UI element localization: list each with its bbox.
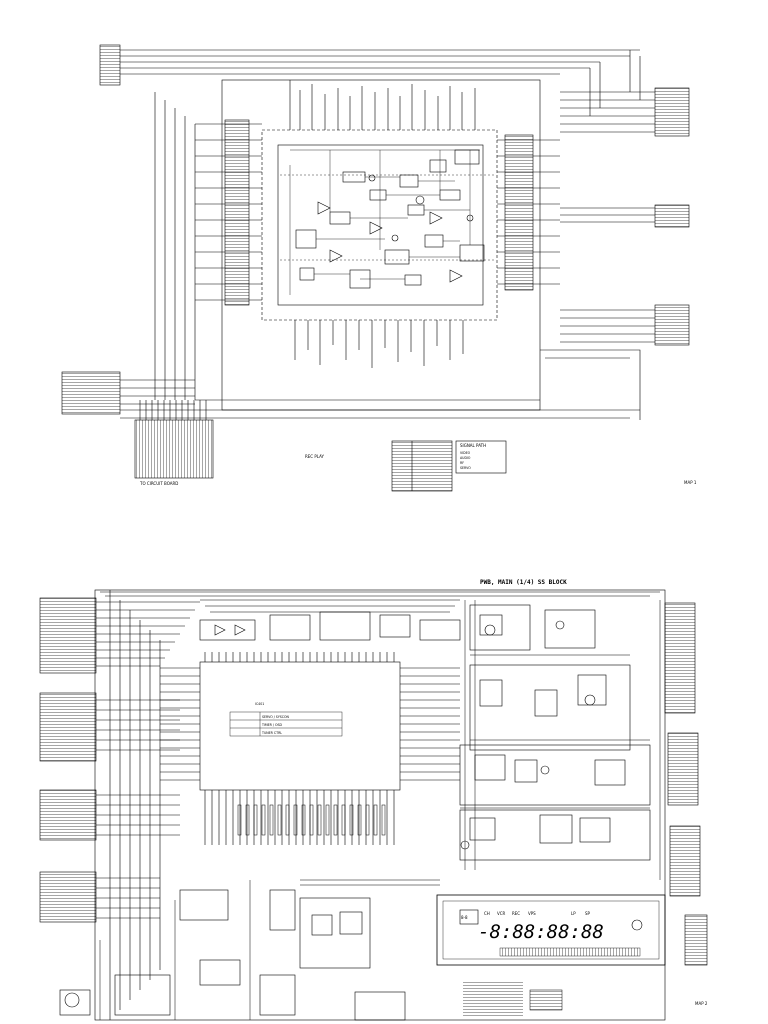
left-pin-labels	[224, 119, 250, 306]
top-schematic	[61, 44, 690, 492]
top-text: TO CIRCUIT BOARD SIGNAL PATH VIDEO AUDIO…	[139, 443, 697, 486]
bottom-right-notes: MAP 2	[463, 980, 708, 1018]
right-bus-2	[560, 207, 655, 223]
right-connector-3	[654, 304, 690, 346]
mcu-label: IC401	[255, 702, 264, 706]
ic-bottom-pins	[294, 320, 464, 368]
block-title: PWB, MAIN (1/4) SS BLOCK	[480, 579, 567, 586]
regulator-blocks	[459, 600, 661, 880]
right-connector-b	[667, 732, 699, 806]
bottom-sheet-label: MAP 2	[695, 1001, 708, 1006]
right-pin-labels	[504, 134, 534, 291]
display-main-digits: -8:88:88:88	[478, 921, 604, 943]
lower-left-circuits	[59, 880, 251, 1020]
top-left-connector	[99, 44, 121, 86]
legend-title: SIGNAL PATH	[460, 443, 486, 448]
right-connector-a	[664, 602, 696, 714]
ic-top-pins	[289, 80, 476, 130]
left-connector-3	[39, 789, 97, 841]
indicator-rec: REC	[512, 911, 520, 916]
ic-body	[261, 129, 498, 321]
left-bus-4	[96, 877, 160, 919]
left-verticals	[109, 590, 161, 1020]
top-components	[199, 611, 461, 641]
display-inner	[442, 900, 660, 960]
bottom-bus	[120, 399, 640, 419]
mcu-table-row-3: TUNER CTRL	[261, 731, 282, 735]
resistor-array	[237, 804, 386, 836]
left-vertical-wires	[154, 92, 196, 400]
bottom-left-wires	[120, 379, 195, 405]
internal-blocks	[295, 149, 485, 289]
connector-label: TO CIRCUIT BOARD	[139, 481, 178, 486]
notes-text-block	[463, 980, 523, 1018]
lower-middle-ics	[259, 879, 440, 1021]
legend-table-1	[391, 440, 453, 492]
dashed-internal	[280, 174, 495, 261]
left-bus-2	[96, 699, 180, 751]
indicator-ch: CH	[484, 911, 490, 916]
legend-row-video: VIDEO	[460, 451, 471, 455]
indicator-sp: SP	[585, 911, 591, 916]
legend-table-2	[455, 440, 507, 474]
internal-wires	[289, 149, 480, 295]
top-bus	[100, 591, 660, 613]
mcu-table	[229, 711, 343, 737]
display-pins	[499, 947, 641, 957]
mcu-left-pins	[160, 667, 200, 781]
right-connector-d	[684, 914, 708, 966]
right-connector-c	[669, 825, 701, 897]
indicator-vps: VPS	[528, 911, 536, 916]
mcu-bottom-pins	[204, 790, 395, 845]
ic-core	[277, 144, 484, 306]
left-connector-2	[39, 692, 97, 762]
left-connector-4	[39, 871, 97, 923]
display-left-digits: 8-8	[461, 915, 468, 920]
legend-row-audio: AUDIO	[460, 456, 471, 460]
indicator-lp: LP	[571, 911, 576, 916]
left-bus-3	[96, 794, 180, 836]
legend-row-servo: SERVO	[460, 466, 471, 470]
mcu-table-row-2: TIMER / OSD	[261, 723, 282, 727]
top-sheet-label: MAP 1	[684, 480, 697, 485]
display-disc-icon	[631, 919, 643, 931]
top-bus-wires	[120, 49, 640, 75]
right-connector-1	[654, 87, 690, 137]
legend-row-rf: RF	[460, 461, 464, 465]
vfd-display: CH VCR REC VPS LP SP 8-8 -8:88:88:88	[436, 894, 666, 966]
bottom-left-table	[61, 371, 121, 415]
indicator-vcr: VCR	[497, 911, 506, 916]
note-text: REC PLAY	[305, 454, 325, 459]
left-bus-1	[96, 601, 200, 667]
main-ic-frame	[221, 79, 541, 411]
bottom-connector	[134, 419, 214, 479]
mcu-right-pins	[400, 667, 460, 781]
microcomputer-ic	[199, 661, 401, 791]
display-frame	[436, 894, 666, 966]
right-bus-1	[560, 50, 655, 133]
mcu-top-pins	[204, 652, 395, 662]
right-connector-2	[654, 204, 690, 228]
right-bus-3	[540, 309, 655, 420]
mcu-table-row-1: SERVO / SYSCON	[262, 715, 290, 719]
notes-table	[529, 989, 563, 1011]
left-connector-1	[39, 597, 97, 674]
ch-box	[459, 909, 479, 925]
bottom-schematic	[39, 589, 708, 1021]
